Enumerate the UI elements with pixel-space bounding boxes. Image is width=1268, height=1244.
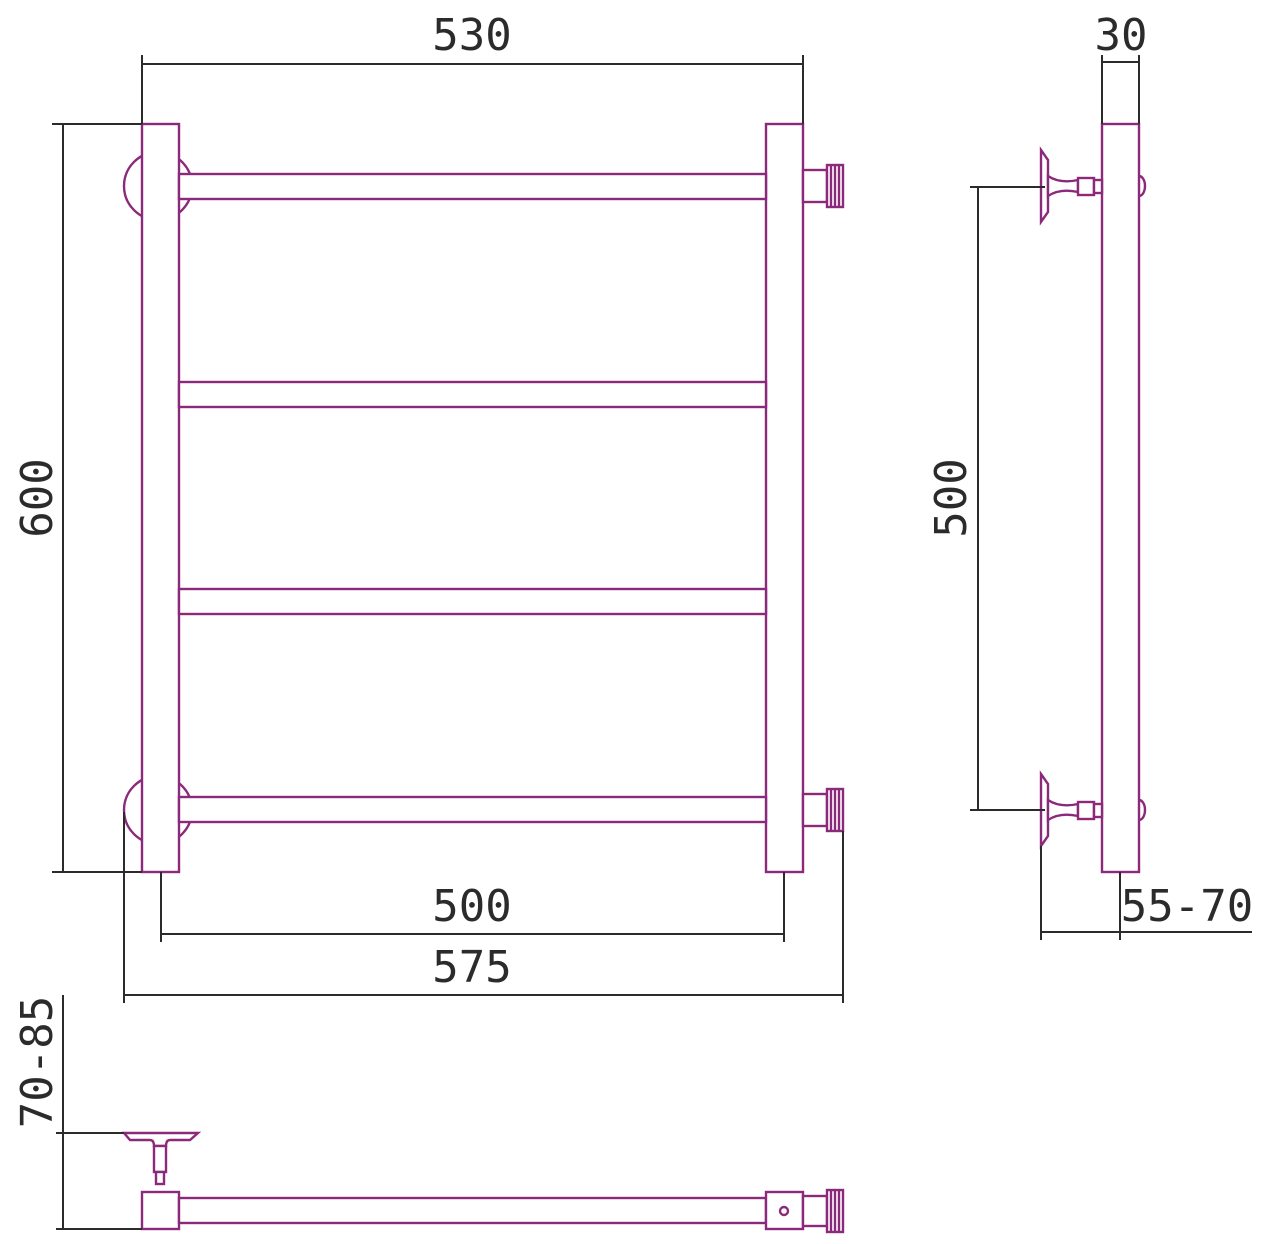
top-view-valve	[121, 1131, 202, 1231]
side-post	[1100, 122, 1141, 874]
front-view	[122, 122, 845, 874]
rung-4	[177, 795, 768, 824]
dimension-label-500-side: 500	[926, 458, 977, 537]
dimension-label-55-70: 55-70	[1121, 881, 1253, 932]
dimension-label-30: 30	[1095, 10, 1148, 61]
top-view	[121, 1131, 845, 1234]
bottom-right-threaded-fitting	[801, 787, 845, 833]
bottom-side-valve	[1039, 770, 1147, 850]
rung-2	[177, 380, 768, 409]
dimension-label-600: 600	[12, 458, 63, 537]
side-view-dimensions	[970, 55, 1252, 940]
dimension-label-500-front: 500	[432, 881, 511, 932]
dimension-label-530: 530	[432, 10, 511, 61]
left-post	[140, 122, 181, 874]
dimension-label-70-85: 70-85	[12, 996, 63, 1128]
top-view-rung	[177, 1196, 768, 1225]
top-view-right-fitting	[764, 1188, 845, 1234]
side-view	[1039, 122, 1147, 874]
top-view-dimensions	[56, 995, 142, 1230]
top-view-left-post	[140, 1190, 181, 1231]
rung-3	[177, 587, 768, 616]
dimension-label-575: 575	[432, 942, 511, 993]
right-post	[764, 122, 805, 874]
top-right-threaded-fitting	[801, 163, 845, 209]
front-view-dimensions	[52, 55, 844, 1003]
rung-1	[177, 172, 768, 201]
